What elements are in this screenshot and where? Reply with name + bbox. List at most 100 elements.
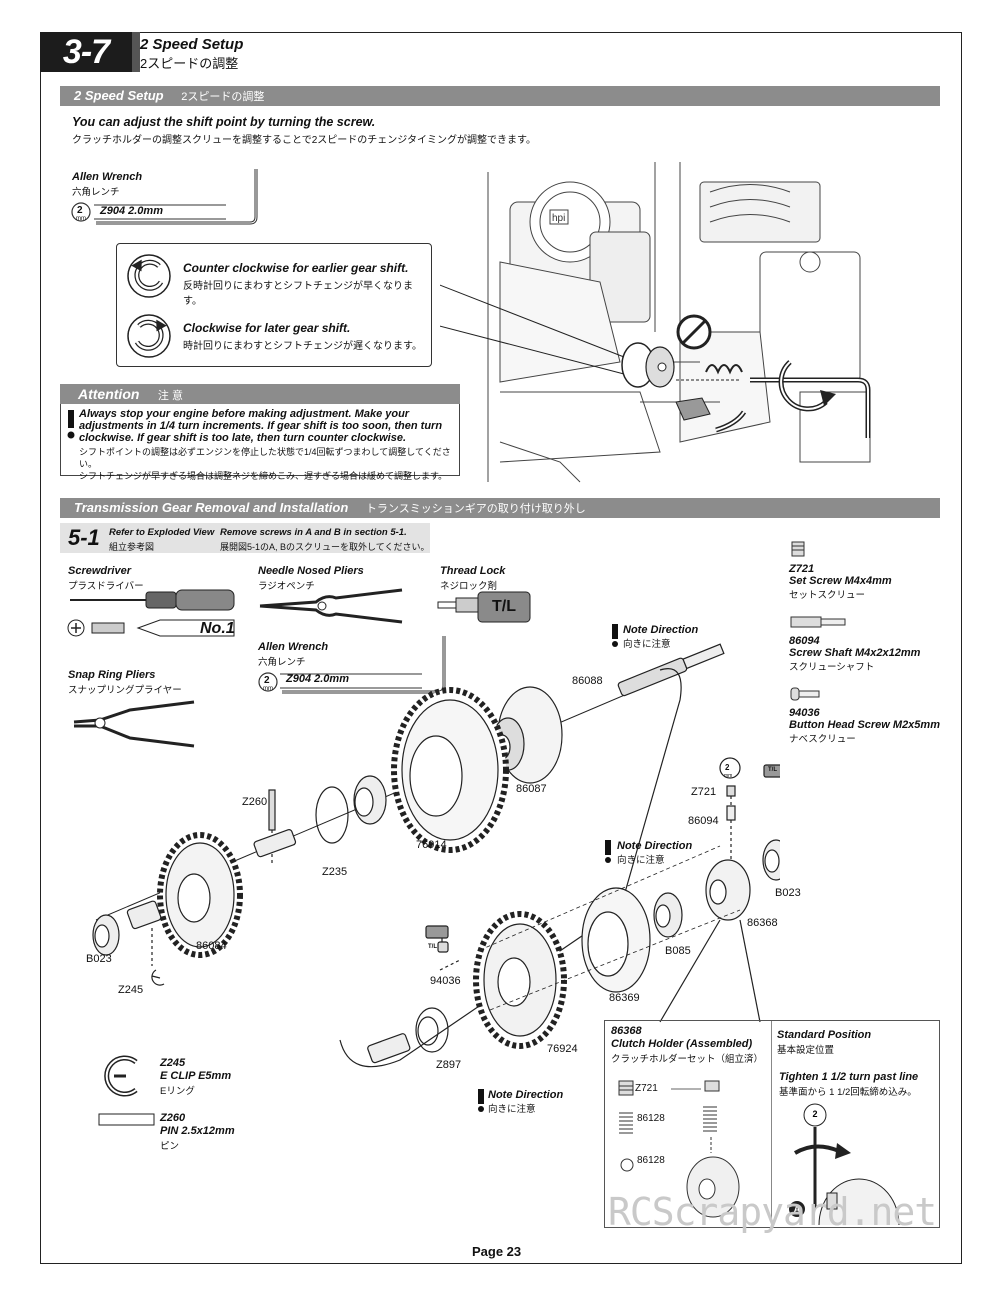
clockwise-icon	[127, 314, 171, 358]
legend-z260-name: PIN 2.5x12mm	[160, 1125, 235, 1137]
page-frame	[40, 32, 962, 1264]
part-86368: 86368	[747, 917, 778, 929]
detail-part-c: 86128	[637, 1155, 665, 1166]
standard-position-jp: 基本設定位置	[777, 1045, 835, 1056]
note-direction-top-en: Note Direction	[623, 624, 699, 636]
screw-name: Set Screw M4x4mm	[789, 575, 892, 587]
exploded-gear-diagram	[92, 643, 780, 1068]
attention-line2: adjustments in 1/4 turn increments. If g…	[79, 420, 443, 432]
part-86084: 86084	[196, 940, 227, 952]
detail-title-jp: クラッチホルダーセット（組立済）	[611, 1054, 764, 1065]
screw-jp: セットスクリュー	[789, 590, 866, 601]
ref-jp: 組立参考図	[109, 542, 155, 552]
tighten-jp: 基準面	[779, 1087, 808, 1098]
detail-title-en: Clutch Holder (Assembled)	[611, 1038, 753, 1050]
clutch-holder-detail: 86368 Clutch Holder (Assembled) クラッチホルダー…	[604, 1020, 940, 1228]
legend-z245-name: E CLIP E5mm	[160, 1070, 232, 1082]
detail-part-b: 86128	[637, 1113, 665, 1124]
step-title-en: 2 Speed Setup	[140, 36, 244, 53]
part-z245: Z245	[118, 984, 144, 996]
ccw-text-jp: 反時計回りにまわすとシフトチェンジが早くなります。	[183, 281, 413, 307]
tool2-unit: mm	[263, 686, 273, 692]
button-head-screw-icon	[790, 687, 820, 701]
attention-jp1: シフトポイントの調整は必ずエンジンを停止した状態で1/4回転ずつまわして調整して…	[79, 447, 451, 469]
adjust-screw-illustration: 2 A	[789, 1103, 900, 1225]
counter-clockwise-icon	[127, 254, 171, 298]
e-clip-icon	[104, 1055, 138, 1097]
screwdriver-size: No.1	[200, 620, 235, 637]
note-direction-top-jp: 向きに注意	[623, 639, 671, 650]
step-number: 3-7	[40, 32, 132, 72]
note-direction-mid	[603, 840, 613, 869]
part-86094: 86094	[688, 815, 719, 827]
attention-header: Attention 注 意	[60, 384, 460, 404]
exclamation-icon	[478, 1089, 484, 1112]
screw-code: 94036	[789, 707, 820, 719]
exclamation-icon	[612, 624, 618, 647]
part-b023-left: B023	[86, 953, 112, 965]
screw-z721: Z721 Set Screw M4x4mm セットスクリュー	[789, 540, 892, 601]
tool3-size: 2	[725, 763, 730, 772]
section-bar-transmission: Transmission Gear Removal and Installati…	[60, 498, 940, 518]
screw-name: Button Head Screw M2x5mm	[789, 719, 940, 731]
attention-title-jp: 注 意	[157, 390, 183, 402]
tool-snap-en: Snap Ring Pliers	[68, 669, 156, 681]
allen-wrench-icon	[71, 169, 258, 225]
exclamation-icon	[605, 840, 611, 863]
section-bar-2speed: 2 Speed Setup 2スピードの調整	[60, 86, 940, 106]
part-z260: Z260	[242, 796, 268, 808]
part-86088: 86088	[572, 675, 603, 687]
tool-size: 2	[77, 205, 83, 216]
tool2-size: 2	[264, 675, 270, 686]
legend-z245-code: Z245	[160, 1057, 186, 1069]
cw-text-jp: 時計回りにまわすとシフトチェンジが遅くなります。	[183, 341, 422, 352]
pin-icon	[98, 1113, 155, 1126]
svg-text:hpi: hpi	[552, 213, 565, 224]
set-screw-icon	[791, 541, 805, 557]
tl-label-right: T/L	[768, 767, 777, 773]
exploded-view-ref: 5-1 Refer to Exploded View 組立参考図 Remove …	[60, 523, 430, 553]
tool2-code: Z904 2.0mm	[286, 673, 349, 685]
part-z721: Z721	[691, 786, 717, 798]
attention-title-en: Attention	[78, 386, 140, 402]
note-direction-top	[610, 624, 620, 653]
part-76914: 76914	[416, 839, 447, 851]
screw-94036: 94036 Button Head Screw M2x5mm ナベスクリュー	[789, 686, 940, 745]
legend-z260-code: Z260	[160, 1112, 186, 1124]
tool-screwdriver-en: Screwdriver	[68, 565, 131, 577]
note-direction-bottom	[476, 1089, 486, 1118]
ref-number: 5-1	[68, 525, 100, 550]
screw-jp: スクリューシャフト	[789, 662, 875, 673]
tool3-unit: mm	[724, 773, 733, 779]
thread-lock-icon	[437, 591, 531, 623]
attention-line1: Always stop your engine before making ad…	[79, 408, 410, 420]
part-b023-right: B023	[775, 887, 801, 899]
tool-pliers-jp: ラジオペンチ	[258, 581, 315, 592]
part-76924: 76924	[547, 1043, 578, 1055]
part-b085: B085	[665, 945, 691, 957]
step-title-jp: 2スピードの調整	[140, 56, 239, 71]
legend-z245-jp: Eリング	[160, 1086, 195, 1097]
standard-position-en: Standard Position	[777, 1029, 872, 1041]
svg-text:A: A	[794, 1204, 801, 1214]
ref-note-en: Remove screws in A and B in section 5-1.	[220, 527, 407, 538]
screw-shaft-icon	[790, 616, 846, 628]
screw-code: Z721	[789, 563, 815, 575]
page-number: Page 23	[472, 1244, 522, 1259]
attention-line3: clockwise. If gear shift is too late, th…	[79, 432, 407, 444]
part-86087: 86087	[516, 783, 547, 795]
thread-lock-label: T/L	[492, 598, 516, 615]
tool-allen-wrench-en: Allen Wrench	[72, 171, 143, 183]
tool-threadlock-en: Thread Lock	[440, 565, 506, 577]
exclamation-icon	[67, 410, 75, 439]
screw-name: Screw Shaft M4x2x12mm	[789, 647, 921, 659]
screw-86094: 86094 Screw Shaft M4x2x12mm スクリューシャフト	[789, 614, 920, 673]
watermark: RCScrapyard.net	[608, 1190, 937, 1234]
intro-jp: クラッチホルダーの調整スクリューを調整することで2スピードのチェンジタイミングが…	[72, 135, 537, 146]
clutch-holder-exploded	[618, 1080, 740, 1218]
needle-nose-pliers-icon	[259, 588, 403, 624]
detail-part-a: Z721	[635, 1083, 658, 1094]
tool-allen-wrench-jp: 六角レンチ	[72, 187, 120, 198]
tighten-en: Tighten 1 1/2 turn past line	[779, 1071, 919, 1083]
ref-note-jp: 展開図5-1のA, Bのスクリューを取外してください。	[220, 542, 430, 552]
